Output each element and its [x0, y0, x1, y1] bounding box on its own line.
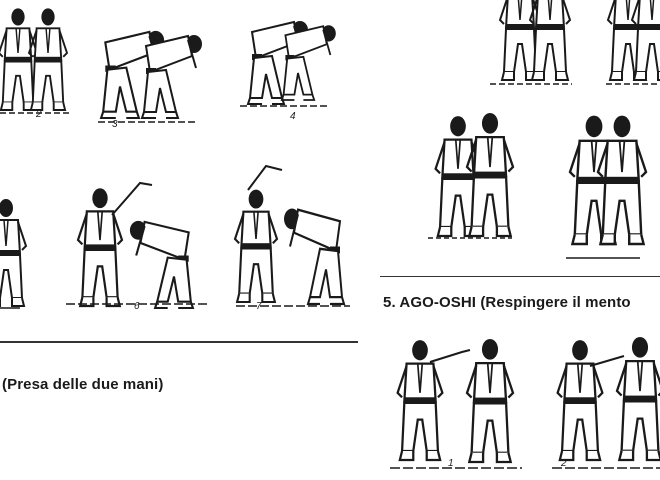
judoka-figure — [240, 20, 337, 107]
frame-number: 6 — [134, 301, 140, 312]
frame-number: 2 — [36, 109, 42, 120]
frame-number: 4 — [290, 111, 296, 122]
judoka-figure — [98, 29, 203, 123]
judoka-figure — [552, 335, 660, 469]
judoka-figure — [490, 0, 572, 85]
judoka-figure — [428, 111, 515, 239]
judoka-figure — [0, 198, 27, 309]
section-divider-right — [380, 276, 660, 277]
frame-number: 3 — [112, 119, 118, 130]
judoka-figure — [390, 337, 522, 469]
frame-number: 7 — [256, 301, 262, 312]
section-divider-left — [0, 341, 358, 343]
section-caption-right: 5. AGO-OSHI (Respingere il mento — [383, 294, 631, 311]
frame-number: 2 — [561, 458, 567, 469]
frame-number: 1 — [448, 458, 454, 469]
judoka-figure — [566, 114, 648, 259]
judoka-figure — [606, 0, 660, 85]
judoka-figure — [0, 7, 72, 114]
section-caption-left: (Presa delle due mani) — [2, 376, 164, 393]
judoka-figure — [233, 164, 350, 307]
judoka-figure — [66, 181, 210, 310]
